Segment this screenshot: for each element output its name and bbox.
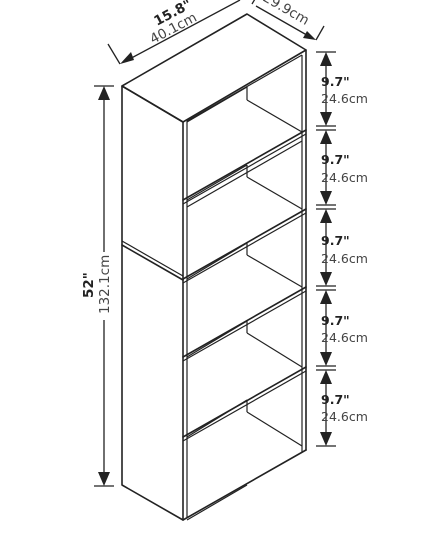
bookcase-left-side <box>121 85 184 521</box>
shelf-2 <box>182 208 307 284</box>
shelf-2-cm: 24.6cm <box>321 170 368 185</box>
depth-cm-label: 29.9cm <box>260 0 312 29</box>
shelf-3 <box>182 286 307 362</box>
height-dimension: 52" 132.1cm <box>81 85 114 487</box>
shelf-3-inches: 9.7" <box>321 233 350 248</box>
shelf-1-cm: 24.6cm <box>321 91 368 106</box>
shelf-dimension-4: 9.7" 24.6cm <box>316 289 368 367</box>
shelf-5-inches: 9.7" <box>321 392 350 407</box>
bookcase-bottom-edge <box>182 449 307 521</box>
shelf-3-cm: 24.6cm <box>321 251 368 266</box>
shelf-2-inches: 9.7" <box>321 152 350 167</box>
bookcase <box>121 13 307 521</box>
shelf-dimension-5: 9.7" 24.6cm <box>316 369 368 447</box>
shelf-4-inches: 9.7" <box>321 313 350 328</box>
shelf-4-cm: 24.6cm <box>321 330 368 345</box>
height-cm-label: 132.1cm <box>97 255 113 314</box>
shelf-1-inches: 9.7" <box>321 74 350 89</box>
shelf-dimension-1: 9.7" 24.6cm <box>316 51 368 127</box>
shelf-4 <box>182 366 307 442</box>
shelf-dimensions: 9.7" 24.6cm 9.7" 24.6cm 9.7" 24.6cm <box>316 51 368 447</box>
shelf-dimension-2: 9.7" 24.6cm <box>316 129 368 206</box>
shelf-1 <box>182 129 307 208</box>
depth-dimension: 29.9cm <box>251 0 325 41</box>
width-dimension: 15.8" 40.1cm <box>107 0 241 65</box>
shelf-dimension-3: 9.7" 24.6cm <box>316 208 368 287</box>
shelf-5-cm: 24.6cm <box>321 409 368 424</box>
height-inches-label: 52" <box>81 272 97 298</box>
module-joint-line <box>121 244 184 281</box>
